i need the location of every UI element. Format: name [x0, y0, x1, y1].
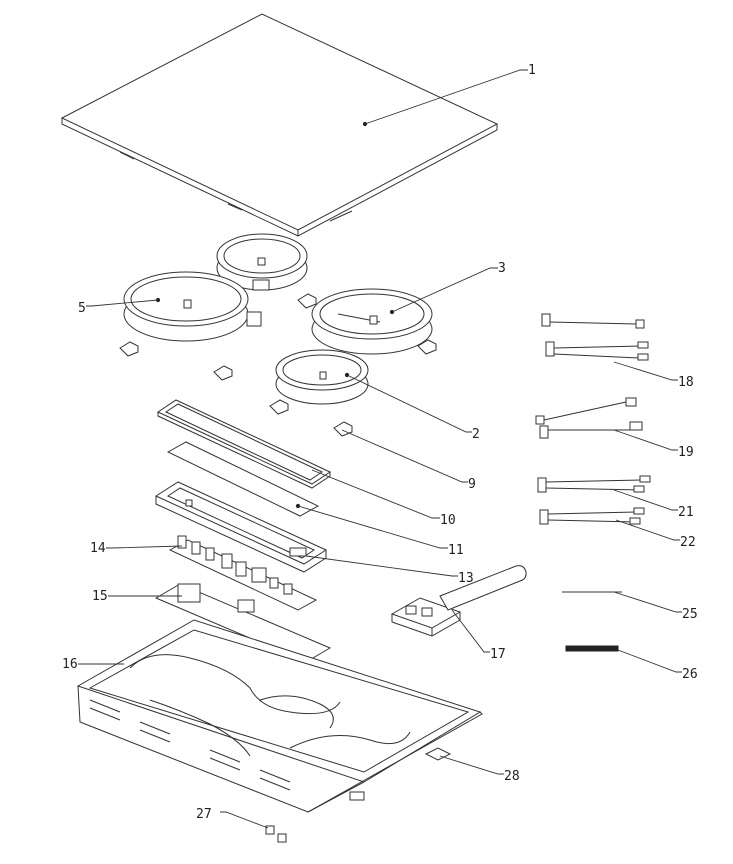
part-bottom-housing	[76, 619, 483, 813]
label-part-1: 1	[528, 63, 536, 78]
part-control-frame	[156, 399, 332, 489]
label-part-15: 15	[92, 589, 108, 604]
part-labels: 1 3 2 5 9 10 11 13 14 15 16 17 18 19 21 …	[62, 63, 698, 822]
part-power-module	[390, 565, 527, 637]
label-part-16: 16	[62, 657, 78, 672]
label-part-10: 10	[440, 513, 456, 528]
part-coil-brackets	[119, 293, 437, 437]
label-part-18: 18	[678, 375, 694, 390]
label-part-19: 19	[678, 445, 694, 460]
label-part-11: 11	[448, 543, 464, 558]
part-wire-harnesses	[535, 313, 651, 525]
label-part-9: 9	[468, 477, 476, 492]
part-glass-top-plate	[60, 13, 499, 237]
label-part-17: 17	[490, 647, 506, 662]
label-part-27: 27	[196, 807, 212, 822]
part-heating-coil-front	[275, 349, 369, 405]
part-control-pcb	[168, 535, 318, 611]
label-part-5: 5	[78, 301, 86, 316]
leader-lines	[78, 69, 682, 829]
part-display-board	[166, 441, 320, 517]
label-part-22: 22	[680, 535, 696, 550]
part-large-heating-coil	[123, 271, 262, 342]
label-part-26: 26	[682, 667, 698, 682]
label-part-25: 25	[682, 607, 698, 622]
part-feet-clips	[265, 791, 365, 843]
part-heating-coil-right	[311, 288, 433, 355]
label-part-3: 3	[498, 261, 506, 276]
label-part-13: 13	[458, 571, 474, 586]
part-coiled-element	[565, 645, 619, 652]
housing-vent-slots	[89, 699, 291, 791]
label-part-21: 21	[678, 505, 694, 520]
part-control-housing	[154, 481, 328, 573]
label-part-14: 14	[90, 541, 106, 556]
label-part-2: 2	[472, 427, 480, 442]
label-part-28: 28	[504, 769, 520, 784]
part-small-heating-coil	[216, 233, 308, 291]
